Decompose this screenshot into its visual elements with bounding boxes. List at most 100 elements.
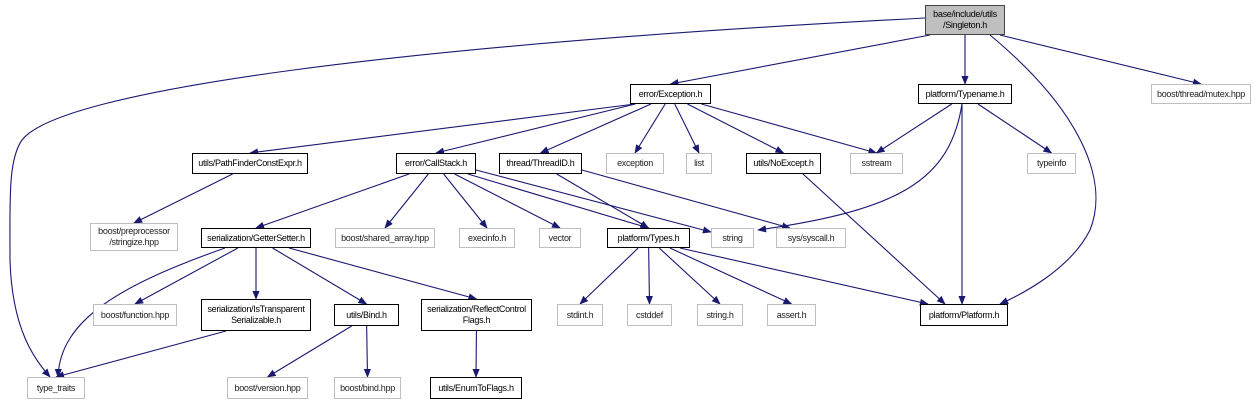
node-label: utils/Bind.h bbox=[346, 309, 387, 320]
node-label: utils/PathFinderConstExpr.h bbox=[198, 158, 302, 168]
edge-types-to-stdint bbox=[579, 247, 639, 305]
node-typeinfo[interactable]: typeinfo bbox=[1027, 153, 1076, 174]
edge-callstack-to-execinfo bbox=[443, 173, 488, 229]
node-label: serialization/IsTransparent bbox=[207, 304, 305, 314]
node-label: boost/function.hpp bbox=[100, 309, 170, 320]
edge-callstack-to-vector bbox=[454, 173, 561, 229]
node-label: string bbox=[722, 232, 743, 243]
node-label: execinfo.h bbox=[467, 232, 507, 243]
node-bind-h[interactable]: utils/Bind.h bbox=[334, 304, 399, 326]
node-label: Serializable.h bbox=[231, 315, 281, 325]
edge-typename_h-to-sstream bbox=[875, 103, 953, 154]
node-vector[interactable]: vector bbox=[539, 228, 581, 248]
edge-exception_h-to-list bbox=[674, 103, 700, 154]
node-stringize[interactable]: boost/preprocessor/stringize.hpp bbox=[90, 223, 178, 251]
edge-typename_h-to-string bbox=[757, 103, 963, 233]
edge-exception_h-to-threadid bbox=[539, 103, 652, 154]
edge-callstack-to-types bbox=[467, 173, 650, 230]
node-label: serialization/ReflectControl bbox=[427, 304, 526, 314]
node-exception[interactable]: exception bbox=[606, 153, 664, 174]
edge-noexcept-to-platform bbox=[802, 173, 946, 305]
edge-typename_h-to-typeinfo bbox=[977, 103, 1053, 154]
node-threadid[interactable]: thread/ThreadID.h bbox=[499, 153, 582, 174]
node-label: vector bbox=[548, 232, 572, 243]
edge-bind_h-to-version bbox=[266, 325, 352, 378]
edge-callstack-to-gettersetter bbox=[255, 173, 410, 229]
node-typename-h[interactable]: platform/Typename.h bbox=[918, 84, 1012, 104]
edge-singleton-to-platform bbox=[989, 34, 1097, 305]
node-label: cstddef bbox=[636, 309, 663, 320]
edge-types-to-string_h bbox=[658, 247, 721, 305]
node-label: platform/Platform.h bbox=[928, 309, 1000, 320]
edge-exception_h-to-exception bbox=[634, 103, 666, 154]
edge-gettersetter-to-function bbox=[134, 247, 239, 305]
node-platform[interactable]: platform/Platform.h bbox=[920, 304, 1008, 326]
node-label: type_traits bbox=[36, 382, 76, 393]
node-label: base/include/utils bbox=[933, 9, 997, 19]
edge-singleton-to-exception_h bbox=[669, 34, 931, 87]
node-label: thread/ThreadID.h bbox=[506, 158, 575, 168]
edge-types-to-cstddef bbox=[645, 247, 653, 305]
node-string[interactable]: string bbox=[711, 228, 754, 248]
node-label: Flags.h bbox=[462, 315, 491, 325]
edge-bind_h-to-bind_hpp bbox=[363, 325, 371, 378]
node-exception-h[interactable]: error/Exception.h bbox=[630, 84, 711, 104]
edge-types-to-assert bbox=[669, 247, 793, 305]
node-label: /stringize.hpp bbox=[109, 237, 159, 247]
node-enumtoflags[interactable]: utils/EnumToFlags.h bbox=[430, 377, 522, 399]
edge-threadid-to-types bbox=[556, 173, 650, 229]
node-label: boost/thread/mutex.hpp bbox=[1157, 88, 1245, 99]
node-sstream[interactable]: sstream bbox=[850, 153, 903, 174]
node-singleton[interactable]: base/include/utils/Singleton.h bbox=[925, 5, 1005, 35]
edge-exception_h-to-noexcept bbox=[687, 103, 785, 154]
edge-types-to-platform bbox=[679, 247, 929, 306]
node-mutex[interactable]: boost/thread/mutex.hpp bbox=[1151, 84, 1251, 104]
node-type-traits[interactable]: type_traits bbox=[27, 377, 85, 399]
edge-callstack-to-string bbox=[475, 169, 712, 234]
node-label: utils/EnumToFlags.h bbox=[438, 382, 514, 393]
node-pathfinder[interactable]: utils/PathFinderConstExpr.h bbox=[192, 153, 308, 174]
node-label: list bbox=[694, 158, 704, 168]
node-list[interactable]: list bbox=[686, 153, 712, 174]
node-version[interactable]: boost/version.hpp bbox=[227, 377, 308, 399]
node-label: boost/version.hpp bbox=[234, 382, 301, 393]
node-label: exception bbox=[617, 158, 653, 168]
node-label: sstream bbox=[861, 158, 892, 168]
node-assert[interactable]: assert.h bbox=[767, 304, 816, 326]
node-execinfo[interactable]: execinfo.h bbox=[459, 228, 515, 248]
node-label: string.h bbox=[706, 309, 734, 320]
node-label: sys/syscall.h bbox=[787, 232, 835, 243]
node-label: platform/Typename.h bbox=[925, 88, 1005, 99]
edge-callstack-to-shared_array bbox=[384, 173, 429, 229]
node-label: boost/shared_array.hpp bbox=[341, 232, 429, 243]
edge-exception_h-to-callstack bbox=[435, 103, 636, 155]
node-types[interactable]: platform/Types.h bbox=[607, 228, 690, 248]
edge-gettersetter-to-bind_h bbox=[272, 247, 368, 305]
node-label: typeinfo bbox=[1036, 158, 1067, 168]
node-syscall[interactable]: sys/syscall.h bbox=[776, 228, 846, 248]
node-function[interactable]: boost/function.hpp bbox=[93, 304, 177, 326]
node-label: assert.h bbox=[776, 309, 807, 320]
edge-exception_h-to-pathfinder bbox=[249, 103, 636, 156]
node-label: boost/preprocessor bbox=[98, 226, 170, 236]
edge-exception_h-to-sstream bbox=[701, 103, 878, 155]
node-cstddef[interactable]: cstddef bbox=[627, 304, 672, 326]
node-label: /Singleton.h bbox=[943, 20, 987, 30]
node-shared-array[interactable]: boost/shared_array.hpp bbox=[335, 228, 435, 248]
node-label: boost/bind.hpp bbox=[340, 382, 395, 393]
edge-istransparent-to-type_traits bbox=[55, 330, 227, 379]
node-callstack[interactable]: error/CallStack.h bbox=[396, 153, 476, 174]
node-gettersetter[interactable]: serialization/GetterSetter.h bbox=[201, 228, 311, 248]
node-stdint[interactable]: stdint.h bbox=[557, 304, 603, 326]
node-noexcept[interactable]: utils/NoExcept.h bbox=[746, 153, 821, 174]
node-label: serialization/GetterSetter.h bbox=[207, 232, 305, 243]
node-label: error/CallStack.h bbox=[405, 158, 467, 168]
edge-singleton-to-type_traits bbox=[9, 17, 926, 378]
node-bind-hpp[interactable]: boost/bind.hpp bbox=[334, 377, 401, 399]
edge-threadid-to-syscall bbox=[581, 169, 791, 230]
node-label: error/Exception.h bbox=[638, 88, 703, 99]
node-string-h[interactable]: string.h bbox=[697, 304, 743, 326]
